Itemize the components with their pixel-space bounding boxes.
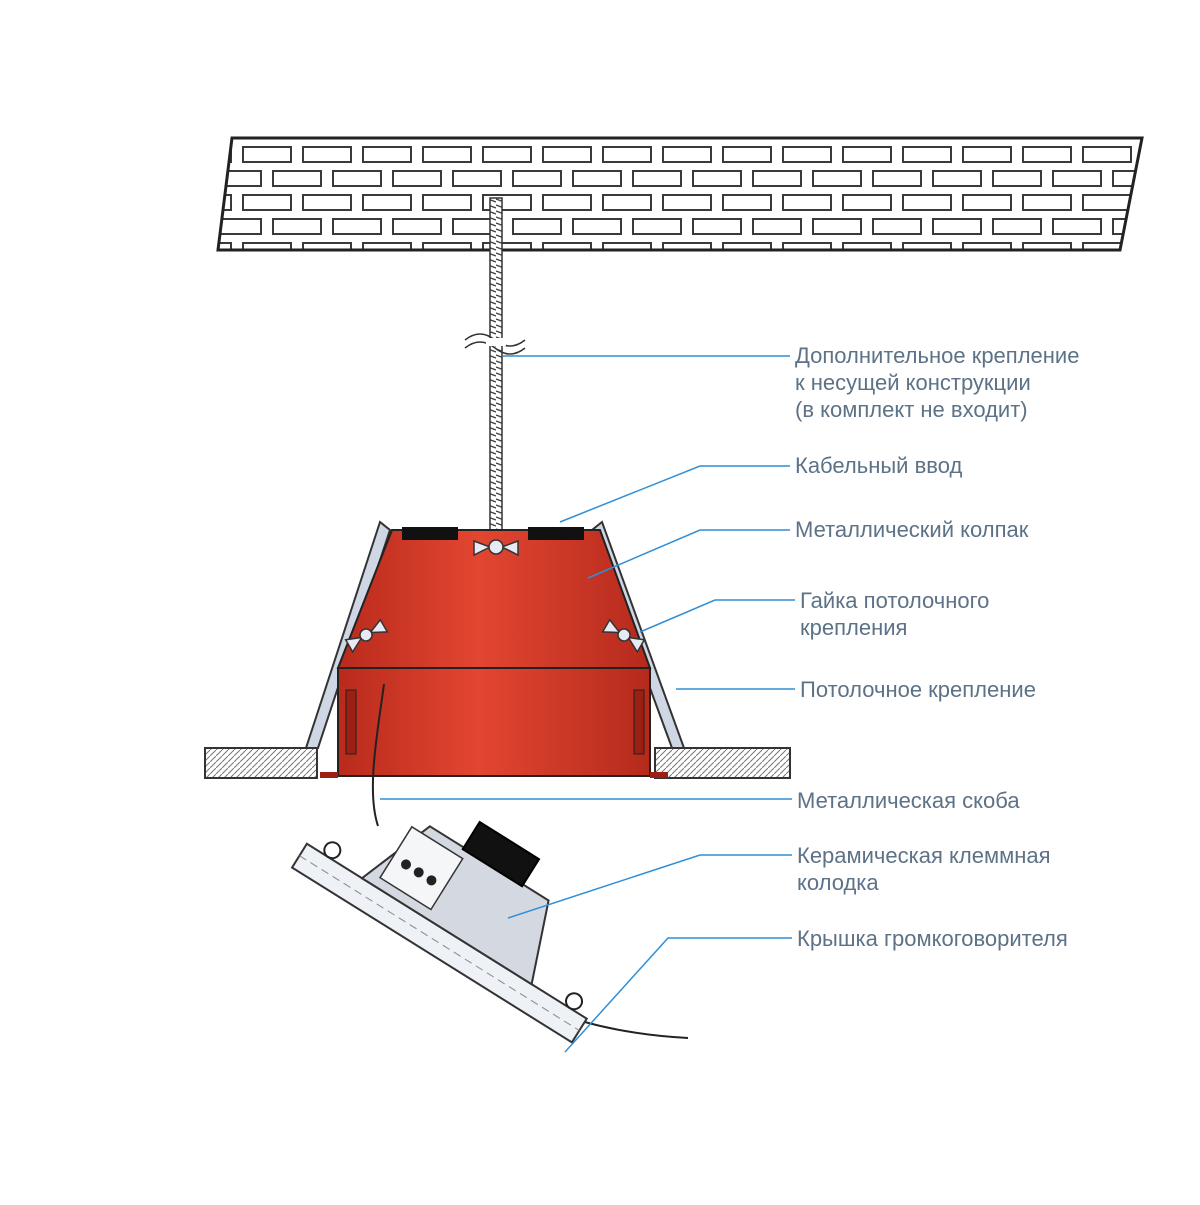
leader-line-terminal [507,854,792,919]
callout-line: Крышка громкоговорителя [797,926,1068,951]
leader-lines [380,355,795,1053]
callout-metal-cap: Металлический колпак [795,516,1028,543]
leader-line-lid [564,937,792,1053]
callout-line: (в комплект не входит) [795,397,1028,422]
callout-speaker-lid: Крышка громкоговорителя [797,925,1068,952]
callout-line: Керамическая клеммная [797,843,1051,868]
leader-line-cap [587,529,790,579]
callout-line: Дополнительное крепление [795,343,1080,368]
callout-ceiling-mount: Потолочное крепление [800,676,1036,703]
callout-cable-entry: Кабельный ввод [795,452,962,479]
callout-line: колодка [797,870,879,895]
callout-metal-bracket: Металлическая скоба [797,787,1020,814]
callout-line: Металлическая скоба [797,788,1020,813]
wing-nuts [344,539,646,654]
leader-line-cable-entry [559,465,790,523]
metal-cap [320,529,668,778]
brick-ceiling [216,136,1144,252]
callout-additional-fastening: Дополнительное крепление к несущей конст… [795,342,1079,423]
leader-line-nut [639,599,795,633]
callout-line: Металлический колпак [795,517,1029,542]
callout-ceiling-nut: Гайка потолочного крепления [800,587,989,641]
callout-line: к несущей конструкции [795,370,1031,395]
callout-line: Потолочное крепление [800,677,1036,702]
speaker-assembly [290,820,589,1044]
callout-line: крепления [800,615,908,640]
threaded-rod [464,197,526,535]
callout-terminal-block: Керамическая клеммная колодка [797,842,1051,896]
callout-line: Гайка потолочного [800,588,990,613]
cable-entries [402,527,584,540]
callout-line: Кабельный ввод [795,453,963,478]
suspended-ceiling [204,747,791,779]
